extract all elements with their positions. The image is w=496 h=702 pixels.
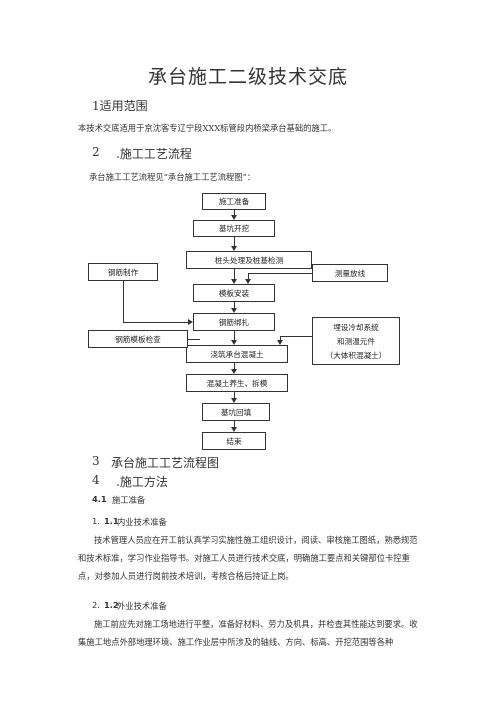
section-1-body: 本技术交底适用于京沈客专辽宁段XXX标管段内桥梁承台基础的施工。 xyxy=(78,123,337,133)
flow-step-pile-head: 桩头处理及桩基检测 xyxy=(186,251,312,269)
flow-connector xyxy=(123,281,124,322)
figure-caption: 承台施工工艺流程图 xyxy=(111,456,220,470)
flow-arrow xyxy=(231,427,237,432)
flow-step-rebar-tying: 钢筋绑扎 xyxy=(193,313,275,331)
flow-connector xyxy=(248,273,312,274)
flow-arrow xyxy=(277,340,283,345)
flow-side-cooling-line-3: （大体积混凝土） xyxy=(325,351,387,360)
flow-arrow xyxy=(231,279,237,284)
section-1-heading: 1适用范围 xyxy=(92,99,148,113)
item-2-heading: 外业技术准备 xyxy=(117,601,167,611)
flow-arrow xyxy=(231,398,237,403)
flow-connector xyxy=(234,363,235,369)
flow-arrow xyxy=(245,279,251,284)
flow-arrow xyxy=(188,319,193,325)
flow-side-cooling: 埋设冷却系统 和测温元件 （大体积混凝土） xyxy=(312,317,400,365)
section-4-heading: .施工方法 xyxy=(116,475,168,489)
flow-connector xyxy=(188,339,200,340)
flow-connector xyxy=(234,302,235,308)
flow-arrow xyxy=(231,308,237,313)
flow-connector xyxy=(280,336,312,337)
flow-side-inspection: 钢筋模板检查 xyxy=(88,330,188,348)
flow-step-excavation: 基坑开挖 xyxy=(193,220,275,237)
section-4-number: 4 xyxy=(92,473,100,487)
flow-step-prepare: 施工准备 xyxy=(202,193,266,210)
flow-connector xyxy=(234,237,235,246)
page-title: 承台施工二级技术交底 xyxy=(147,66,348,88)
flow-step-curing: 混凝土养生、拆模 xyxy=(186,374,288,392)
flow-step-backfill: 基坑回填 xyxy=(202,403,270,421)
flow-side-survey: 测量放线 xyxy=(312,264,388,282)
flow-connector xyxy=(280,336,281,340)
item-1-number: 1.1 xyxy=(104,516,119,526)
item-2-body: 施工前应先对施工场地进行平整，准备好材料、劳力及机具，并检查其性能达到要求。收集… xyxy=(78,619,418,647)
flow-arrow xyxy=(231,369,237,374)
flow-side-rebar-fabrication: 钢筋制作 xyxy=(88,263,158,281)
section-2-heading: .施工工艺流程 xyxy=(116,147,192,161)
flow-step-formwork: 模板安装 xyxy=(193,284,275,302)
figure-caption-number: 3 xyxy=(92,454,100,468)
item-2-number: 1.2 xyxy=(104,600,119,610)
flow-connector xyxy=(234,392,235,398)
flow-step-pour-concrete: 浇筑承台混凝土 xyxy=(186,345,288,363)
section-2-body: 承台施工工艺流程见“承台施工工艺流程图”： xyxy=(89,172,256,182)
flow-arrow xyxy=(231,215,237,220)
flow-side-cooling-line-2: 和测温元件 xyxy=(337,337,375,346)
flow-connector xyxy=(234,269,235,279)
flow-connector xyxy=(248,273,249,279)
item-2-index: 2. xyxy=(92,600,100,610)
section-4-1-number: 4.1 xyxy=(92,494,107,504)
flow-side-cooling-line-1: 埋设冷却系统 xyxy=(333,323,379,332)
item-1-heading: 内业技术准备 xyxy=(117,517,167,527)
flow-connector xyxy=(234,210,235,216)
section-2-number: 2 xyxy=(92,145,100,159)
flow-connector xyxy=(123,322,188,323)
item-1-index: 1. xyxy=(92,516,100,526)
section-4-1-heading: 施工准备 xyxy=(112,495,146,505)
flow-arrow xyxy=(231,246,237,251)
flow-step-end: 结束 xyxy=(202,432,266,450)
item-1-body: 技术管理人员应在开工前认真学习实施性施工组织设计，阅读、审核施工图纸，熟悉规范和… xyxy=(78,535,418,581)
flow-connector xyxy=(234,421,235,427)
flow-arrow xyxy=(231,340,237,345)
flow-connector xyxy=(234,331,235,340)
